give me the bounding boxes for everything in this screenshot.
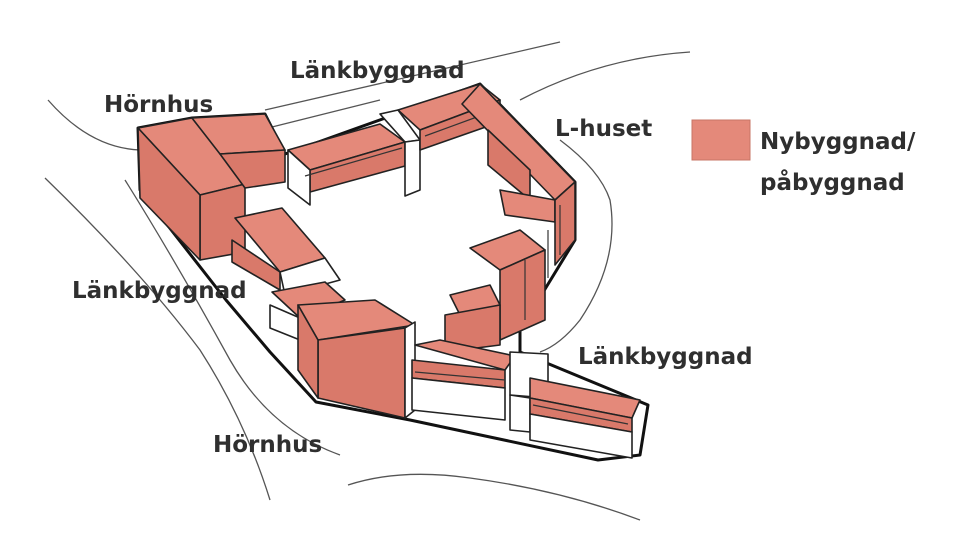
lankbyggnad-right-building xyxy=(411,339,641,459)
legend-swatch xyxy=(691,119,751,161)
label-lankbyggnad-right: Länkbyggnad xyxy=(578,344,753,370)
label-hornhus-top: Hörnhus xyxy=(104,92,213,118)
label-l-huset: L-huset xyxy=(555,116,652,142)
legend-line2: påbyggnad xyxy=(760,169,905,196)
l-huset-building xyxy=(444,83,576,353)
hornhus-bottom-building xyxy=(297,299,416,419)
label-lankbyggnad-left: Länkbyggnad xyxy=(72,278,247,304)
legend: Nybyggnad/ påbyggnad xyxy=(691,119,916,196)
lankbyggnad-left-building xyxy=(231,207,346,341)
label-hornhus-bottom: Hörnhus xyxy=(213,432,322,458)
street-lines xyxy=(44,41,691,521)
label-lankbyggnad-top: Länkbyggnad xyxy=(290,58,465,84)
legend-line1: Nybyggnad/ xyxy=(760,129,916,155)
